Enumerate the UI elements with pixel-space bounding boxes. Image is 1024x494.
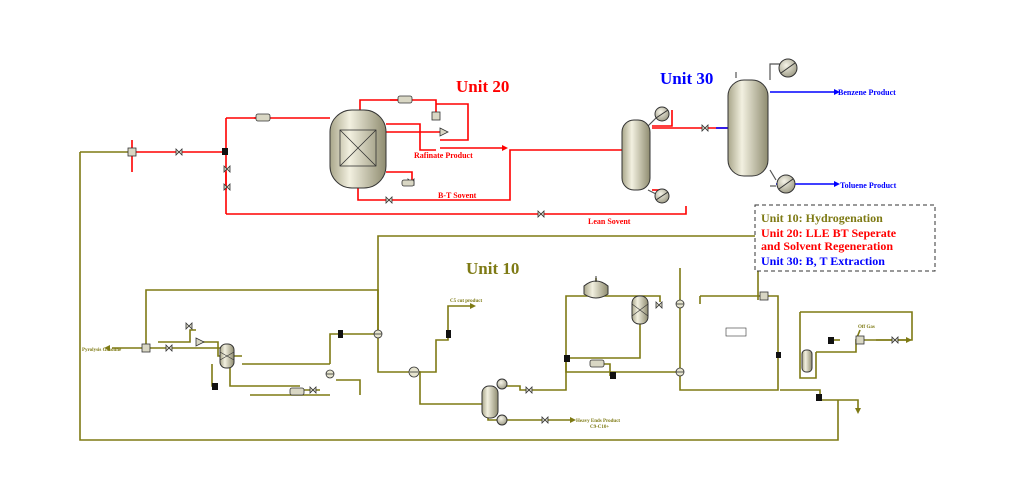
c5-cut-product-label: C5 cut product [450,299,482,304]
offgas-label: Off Gas [858,325,875,330]
exchanger-icon [373,329,383,339]
valve-icon [537,210,545,218]
toluene-column[interactable] [727,79,769,177]
heater-icon [610,372,616,379]
raffinate-product-label: Rafinate Product [414,151,473,160]
legend-unit10: Unit 10: Hydrogenation [761,211,883,225]
toluene-product-label: Toluene Product [840,181,897,190]
heater-icon [564,355,570,362]
valve-icon [165,344,173,352]
heavy-ends-product-label: Heavy Ends Product [576,419,620,424]
stream-arrows [104,145,912,423]
heater-icon [828,337,834,344]
legend-box: Unit 10: Hydrogenation Unit 20: LLE BT S… [754,204,936,272]
benzene-product-label: Benzene Product [838,88,896,97]
bt-solvent-label: B-T Sovent [438,191,477,200]
pump-icon [397,95,413,104]
mixer-icon [127,147,137,157]
hydrogenation-reactor [631,295,649,325]
unit20-title: Unit 20 [456,77,509,96]
compressor-icon [195,337,205,347]
valve-icon [891,336,899,344]
furnace-box [725,327,747,337]
heater-icon [212,383,218,390]
mixer-icon [431,111,441,121]
heavy-ends-column [481,385,499,419]
compressor-icon [439,127,449,137]
offgas-column [801,349,813,373]
separator-drum [583,276,609,299]
valve-icon [525,386,533,394]
exchanger-icon [408,366,420,378]
mixer-icon [141,343,151,353]
heater-icon [816,394,822,401]
exchanger-icon [325,369,335,379]
mixer-icon [855,335,865,345]
unit30-title: Unit 30 [660,69,713,88]
mixer-icon [759,291,769,301]
benzene-column[interactable] [621,119,651,191]
valve-icon [223,183,231,191]
legend-unit20-line2: and Solvent Regeneration [761,239,893,253]
pump-icon [401,179,415,187]
reboiler-c1-icon [654,188,670,204]
valves[interactable] [165,124,899,424]
condenser-c2-icon [778,58,798,78]
pyrolysis-gasoline-label: Pyrolysis Gasoline [82,348,122,353]
heavy-ends-condenser-icon [496,378,508,390]
exchanger-icon [675,299,685,309]
unit10-exchangers[interactable] [325,299,685,379]
valve-icon [385,196,393,204]
pumps[interactable] [127,95,865,396]
flash-drum-1 [219,343,235,369]
condenser-c1-icon [654,106,670,122]
pump-icon [289,387,305,396]
valve-icon [223,165,231,173]
pump-icon [589,359,605,368]
compressors[interactable] [195,127,449,347]
heaters[interactable] [212,148,834,401]
heater-icon [338,330,343,338]
heater-icon [222,148,228,155]
valve-icon [655,301,663,309]
heater-icon [776,352,781,358]
valve-icon [185,322,193,330]
unit30-arrows [834,89,840,187]
unit10-title: Unit 10 [466,259,519,278]
reboiler-c2-icon [776,174,796,194]
valve-icon [541,416,549,424]
valve-icon [309,386,317,394]
condensers[interactable] [654,58,798,204]
heavy-ends-reboiler-icon [496,414,508,426]
legend-unit30: Unit 30: B, T Extraction [761,254,885,268]
legend-unit20-line1: Unit 20: LLE BT Seperate [761,226,897,240]
valve-icon [701,124,709,132]
extraction-column[interactable] [329,109,387,189]
heavy-ends-sub-label: C9-C10+ [590,425,609,430]
heater-icon [446,330,451,338]
pump-icon [255,113,271,122]
valve-icon [175,148,183,156]
lean-solvent-label: Lean Sovent [588,217,631,226]
unit10-equipment[interactable] [219,276,813,426]
exchanger-icon [675,367,685,377]
